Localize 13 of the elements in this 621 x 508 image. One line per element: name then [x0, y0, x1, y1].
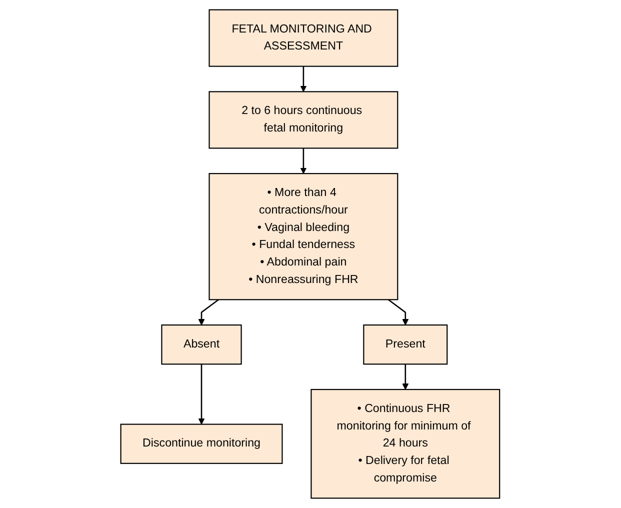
node-box: Discontinue monitoring [120, 424, 284, 464]
arrow [402, 364, 409, 390]
arrow [300, 66, 307, 92]
arrow [198, 364, 205, 425]
arrow [388, 299, 409, 326]
node-box: Present [363, 324, 448, 365]
node-box: Absent [161, 324, 242, 365]
node-box: • Continuous FHR monitoring for minimum of 24 hours • Delivery for fetal compromise [310, 388, 500, 499]
arrow [300, 148, 307, 174]
node-box: FETAL MONITORING AND ASSESSMENT [209, 9, 398, 67]
node-box: 2 to 6 hours continuous fetal monitoring [209, 91, 398, 149]
node-box: • More than 4 contractions/hour • Vaginal bleeding • Fundal tenderness • Abdominal pain • Nonreassuring FHR [209, 173, 398, 300]
arrow [198, 299, 220, 326]
